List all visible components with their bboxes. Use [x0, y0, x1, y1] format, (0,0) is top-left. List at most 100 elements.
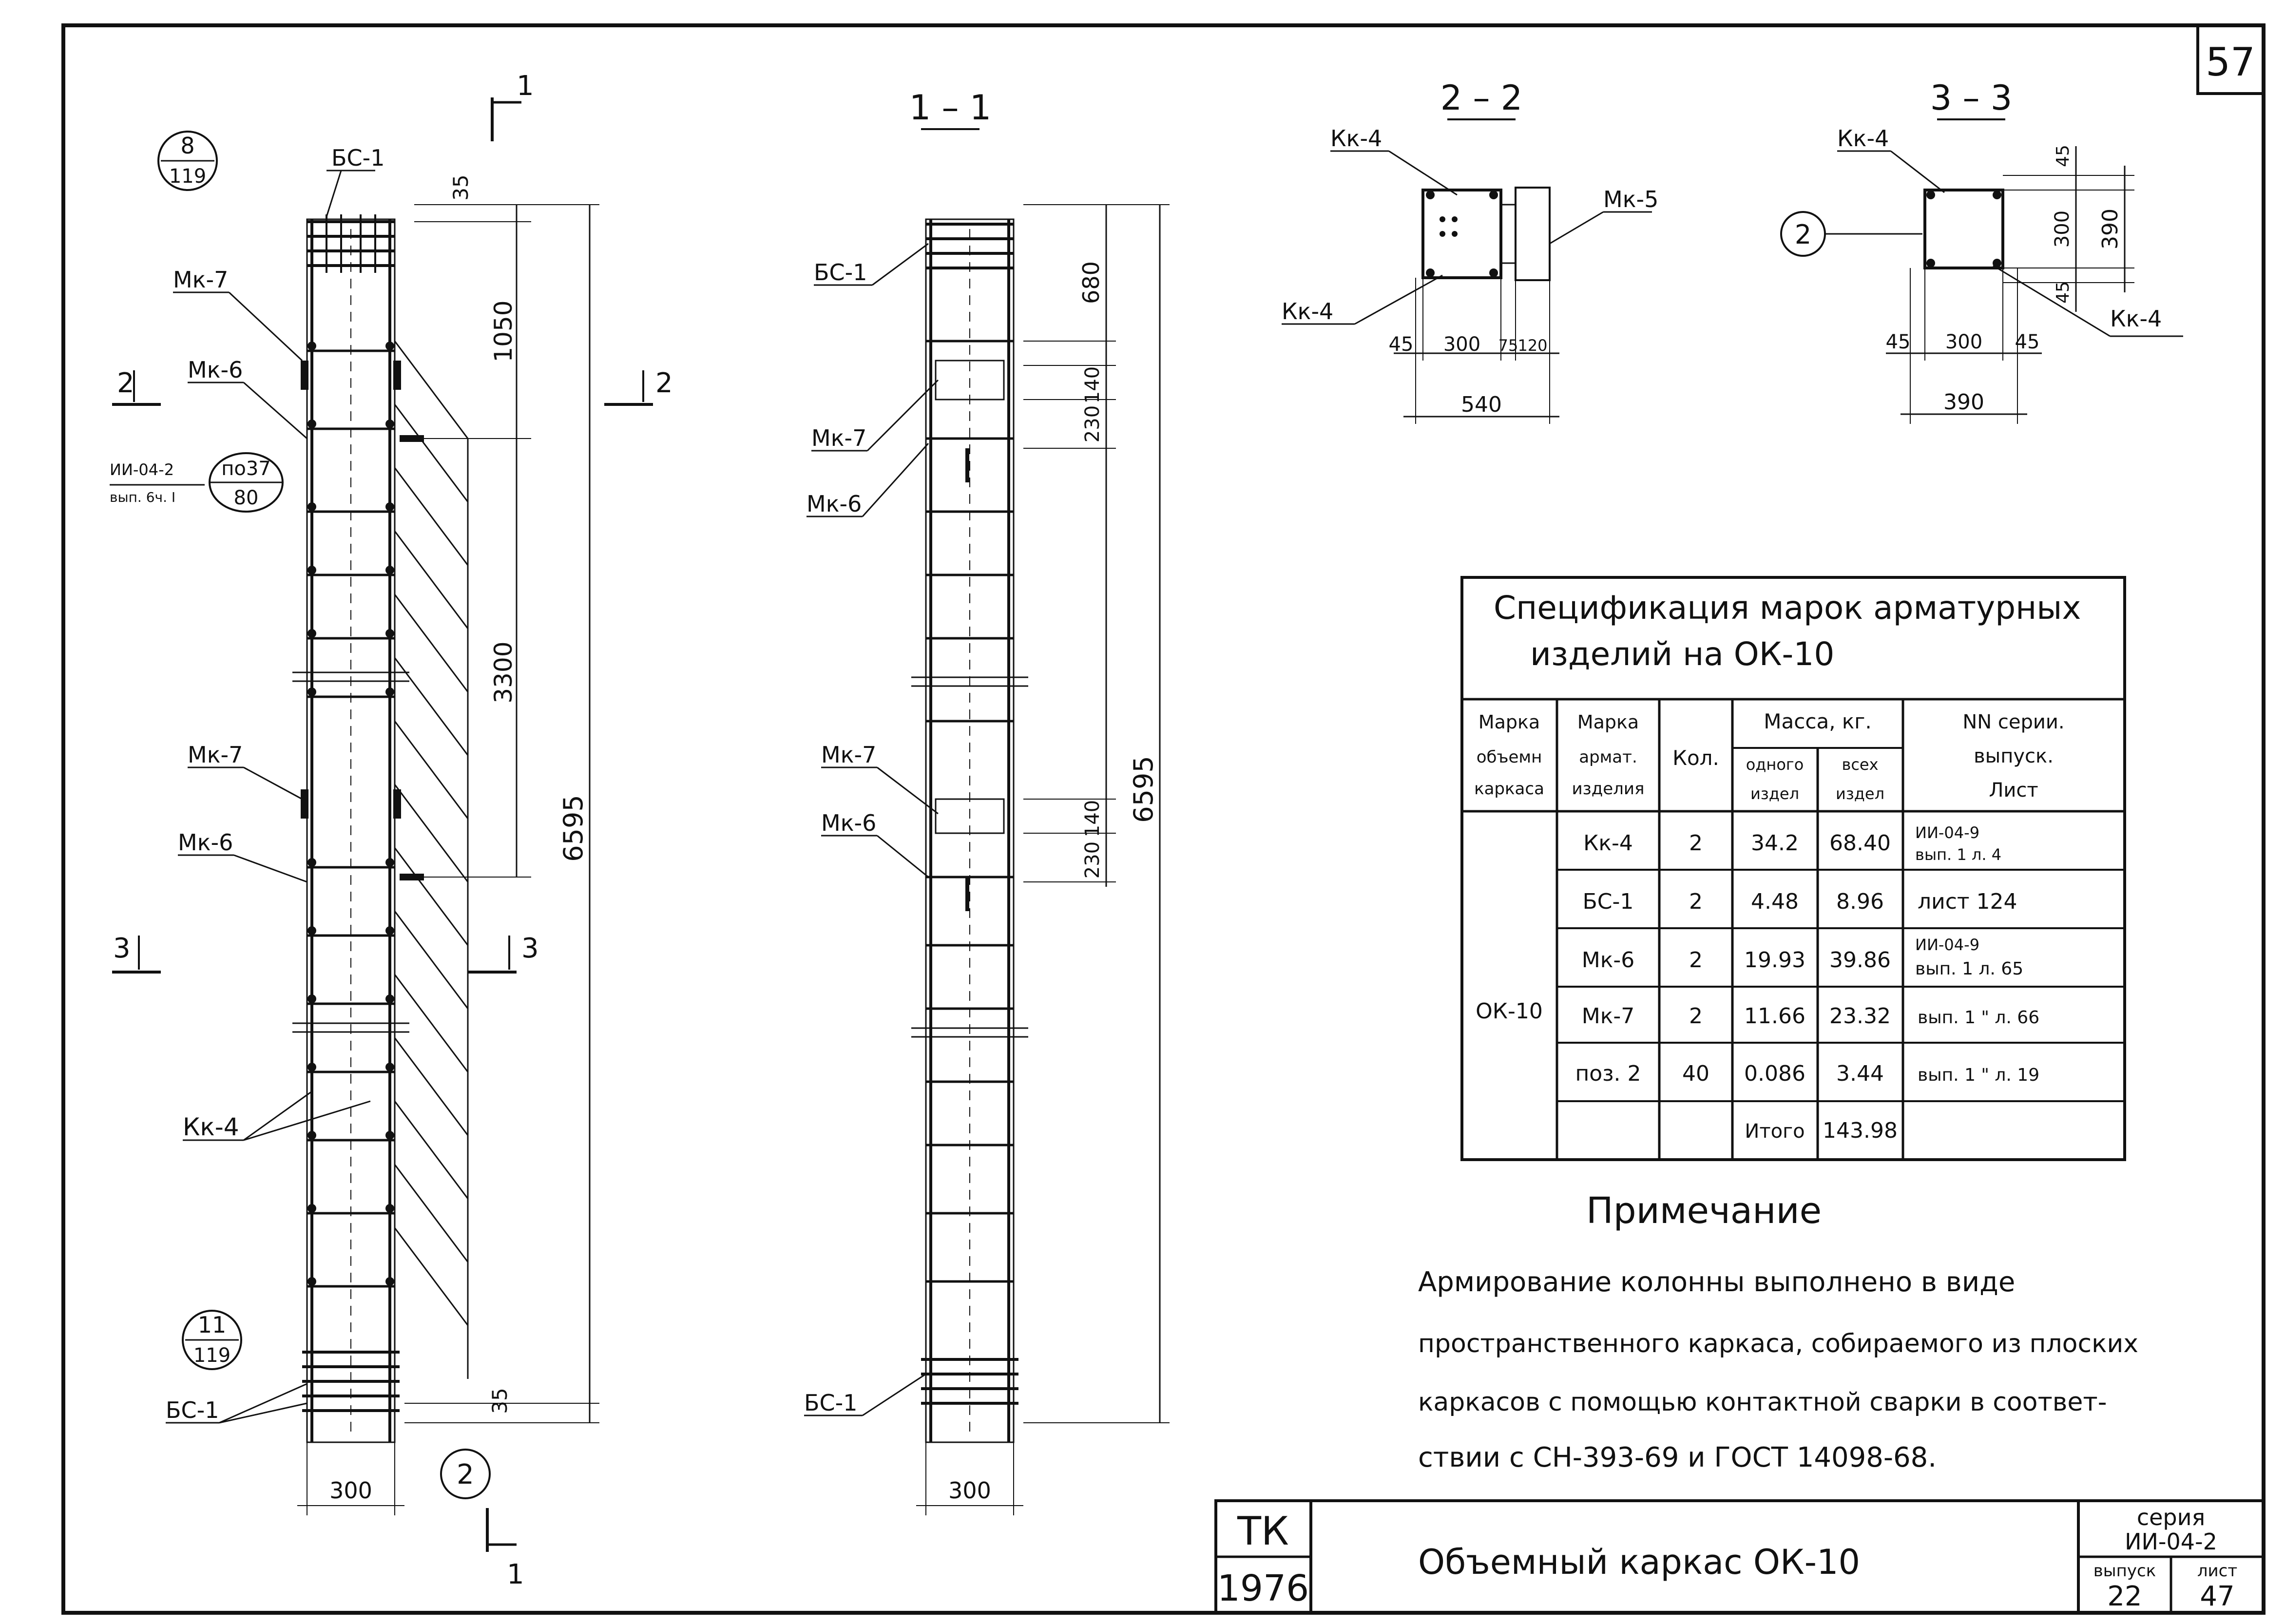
row-3-all: 23.32 [1829, 1004, 1891, 1029]
s22-dim-120: 120 [1517, 336, 1547, 355]
hdr-col2-2: армат. [1579, 747, 1637, 767]
row-1-one: 4.48 [1751, 889, 1799, 914]
row-2-qty: 2 [1689, 948, 1703, 973]
callout-bottom-num: 11 [198, 1312, 227, 1338]
mk7-section-top [935, 360, 1005, 401]
s33-dim-w390: 390 [1943, 390, 1984, 415]
hdr-series-1: NN серии. [1962, 711, 2064, 733]
hdr-mass-all-2: издел [1836, 784, 1884, 803]
s33-dim-h300: 300 [2051, 210, 2074, 248]
s22-label-kk4-top: Кк-4 [1330, 125, 1382, 152]
row-0-item: Кк-4 [1583, 831, 1633, 856]
row-1-item: БС-1 [1583, 889, 1634, 914]
label-kk4: Кк-4 [183, 1113, 239, 1141]
row-2-one: 19.93 [1744, 948, 1805, 973]
label-mk6-mid: Мк-6 [178, 829, 233, 856]
tb-title: Объемный каркас ОК-10 [1418, 1542, 1860, 1582]
section-2-2: 2 – 2 Кк-4 Кк-4 Мк-5 45 300 [1282, 78, 1658, 424]
row-3-one: 11.66 [1744, 1004, 1805, 1029]
cut-3-left-label: 3 [113, 933, 131, 964]
s11-dim-140-mid: 140 [1081, 800, 1104, 837]
s22-dim-540: 540 [1461, 392, 1502, 417]
tb-issue-label: выпуск [2093, 1561, 2156, 1581]
s11-dim-300: 300 [948, 1477, 991, 1504]
row-1-all: 8.96 [1836, 889, 1884, 914]
hdr-col1-3: каркаса [1474, 779, 1544, 799]
row-2-item: Мк-6 [1582, 948, 1634, 973]
dim-300: 300 [329, 1477, 372, 1504]
hdr-series-3: Лист [1989, 779, 2038, 802]
position-mark-2-label: 2 [457, 1459, 474, 1490]
label-mk6-top: Мк-6 [188, 357, 243, 383]
column-outline [306, 218, 396, 1443]
s11-label-mk6-top: Мк-6 [806, 491, 862, 517]
s33-dim-h390: 390 [2098, 209, 2123, 249]
hdr-mass-all-1: всех [1842, 755, 1878, 774]
row-0-one: 34.2 [1751, 831, 1799, 856]
row-4-ref1: вып. 1 " л. 19 [1918, 1065, 2039, 1085]
hdr-col1-1: Марка [1479, 711, 1540, 733]
s22-cage [1421, 189, 1502, 279]
row-0-qty: 2 [1689, 831, 1703, 856]
row-4-item: поз. 2 [1575, 1061, 1641, 1086]
s33-cage [1923, 189, 2004, 269]
row-0-ref2: вып. 1 л. 4 [1915, 845, 2001, 864]
ref-label-2: вып. 6ч. I [110, 489, 175, 505]
hatch-lines [394, 341, 469, 1379]
hdr-col3: Кол. [1672, 746, 1719, 770]
callout-bottom [182, 1310, 242, 1370]
section-1-1-outline [925, 218, 1015, 1443]
s33-dim-h45-bottom: 45 [2053, 281, 2073, 304]
ref-label-1: ИИ-04-2 [110, 460, 174, 479]
row-3-ref1: вып. 1 " л. 66 [1918, 1008, 2039, 1028]
row-4-one: 0.086 [1744, 1061, 1805, 1086]
s33-label-kk4-top: Кк-4 [1837, 125, 1889, 152]
mk7-section-mid [935, 798, 1005, 834]
tb-sheet-value: 47 [2200, 1581, 2234, 1612]
callout-top-sheet: 119 [169, 165, 206, 188]
s33-dim-h45-top: 45 [2053, 145, 2073, 167]
s33-position-mark-label: 2 [1795, 219, 1811, 250]
s11-label-mk7-top: Мк-7 [811, 425, 866, 451]
tb-org: ТК [1237, 1509, 1289, 1554]
cut-2-left-label: 2 [117, 367, 134, 399]
dim-35-top: 35 [449, 174, 473, 200]
cut-3-right-label: 3 [521, 933, 539, 964]
row-4-all: 3.44 [1836, 1061, 1884, 1086]
total-label: Итого [1745, 1120, 1805, 1143]
tb-issue-value: 22 [2107, 1581, 2142, 1612]
label-mk7-top: Мк-7 [173, 267, 228, 293]
s22-label-mk5: Мк-5 [1603, 186, 1658, 212]
s33-label-kk4-bottom: Кк-4 [2110, 306, 2162, 332]
title-block: ТК 1976 Объемный каркас ОК-10 серия ИИ-0… [1214, 1499, 2265, 1614]
hdr-col1-2: объемн [1477, 747, 1542, 767]
s11-dim-140-top: 140 [1081, 366, 1104, 403]
page-number: 57 [2206, 39, 2255, 85]
s11-dimensions [916, 204, 1170, 1515]
hdr-col2-1: Марка [1577, 711, 1639, 733]
ref-callout-bottom: 80 [234, 487, 259, 509]
hdr-col2-3: изделия [1572, 779, 1645, 799]
rebar-dots [307, 342, 394, 1286]
dim-6595: 6595 [558, 795, 589, 861]
tb-sheet-label: лист [2197, 1561, 2237, 1581]
hdr-series-2: выпуск. [1974, 745, 2054, 767]
s22-label-kk4-bottom: Кк-4 [1282, 298, 1333, 325]
row-3-qty: 2 [1689, 1004, 1703, 1029]
hdr-mass: Масса, кг. [1764, 709, 1871, 733]
s33-dimensions [1886, 146, 2134, 424]
s33-dim-w45-right: 45 [2015, 331, 2040, 353]
elevation-dimensions [297, 204, 599, 1515]
group-mark: ОК-10 [1476, 999, 1543, 1024]
hdr-mass-one-2: издел [1750, 784, 1799, 803]
dim-35-bottom: 35 [488, 1388, 512, 1414]
label-bs1-bottom: БС-1 [166, 1397, 219, 1423]
s22-dim-300: 300 [1443, 333, 1480, 356]
stirrups [307, 349, 395, 1288]
callout-top [157, 131, 218, 191]
break-marks [292, 671, 409, 1033]
section-3-3-title: 3 – 3 [1930, 78, 2013, 118]
note-line-4: ствии с СН-393-69 и ГОСТ 14098-68. [1418, 1442, 1937, 1473]
row-1-qty: 2 [1689, 889, 1703, 914]
